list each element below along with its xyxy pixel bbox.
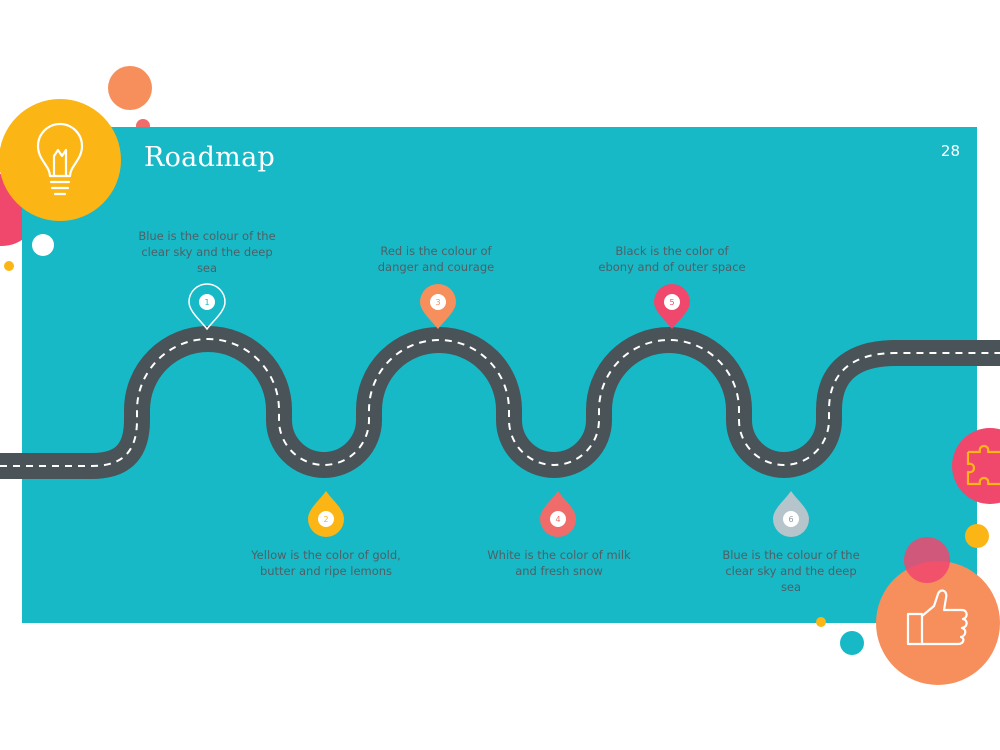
puzzle-piece-icon xyxy=(966,444,1000,486)
caption-line: clear sky and the deep xyxy=(725,564,857,578)
decor-dot-yellow-small xyxy=(4,261,14,271)
decor-dot-teal-bottom xyxy=(840,631,864,655)
caption-line: butter and ripe lemons xyxy=(259,564,393,578)
decor-dot-yellow-right xyxy=(965,524,989,548)
decor-bubble-orange-top xyxy=(108,66,152,110)
slide-title: Roadmap xyxy=(144,142,276,173)
decor-bubble-red-overlap xyxy=(904,537,950,583)
milestone-marker-2: 2 xyxy=(308,491,344,537)
decor-bubble-yellow xyxy=(0,99,121,221)
lightbulb-icon xyxy=(36,122,84,196)
milestone-number-1: 1 xyxy=(204,298,209,307)
milestone-number-5: 5 xyxy=(669,298,674,307)
caption-line: Red is the colour of xyxy=(380,244,492,258)
decor-bubble-orange-right xyxy=(876,561,1000,685)
caption-line: clear sky and the deep xyxy=(141,245,273,259)
caption-line: danger and courage xyxy=(377,260,495,274)
milestone-caption-2: Yellow is the color of gold, butter and … xyxy=(241,547,411,579)
caption-line: and fresh snow xyxy=(515,564,603,578)
milestone-marker-4: 4 xyxy=(540,491,576,537)
milestone-marker-5: 5 xyxy=(654,284,690,329)
milestone-number-3: 3 xyxy=(435,298,440,307)
decor-dot-yellow-bottom xyxy=(816,617,826,627)
milestone-caption-1: Blue is the colour of the clear sky and … xyxy=(122,228,292,276)
caption-line: ebony and of outer space xyxy=(598,260,746,274)
decor-dot-white xyxy=(32,234,54,256)
milestone-marker-3: 3 xyxy=(420,284,456,329)
caption-line: Yellow is the color of gold, xyxy=(251,548,401,562)
milestone-caption-3: Red is the colour of danger and courage xyxy=(351,243,521,275)
page-number: 28 xyxy=(940,142,960,160)
milestone-caption-5: Black is the color of ebony and of outer… xyxy=(587,243,757,275)
milestone-number-4: 4 xyxy=(555,515,560,524)
milestone-marker-6: 6 xyxy=(773,491,809,537)
caption-line: sea xyxy=(196,261,218,275)
milestone-caption-6: Blue is the colour of the clear sky and … xyxy=(706,547,876,595)
milestone-caption-4: White is the color of milk and fresh sno… xyxy=(474,547,644,579)
milestone-number-6: 6 xyxy=(788,515,793,524)
thumbs-up-icon xyxy=(906,589,968,646)
milestone-marker-1: 1 xyxy=(188,283,226,331)
milestone-number-2: 2 xyxy=(323,515,328,524)
caption-line: Blue is the colour of the xyxy=(722,548,860,562)
caption-line: sea xyxy=(780,580,802,594)
caption-line: Blue is the colour of the xyxy=(138,229,276,243)
winding-road xyxy=(0,326,1000,479)
caption-line: White is the color of milk xyxy=(487,548,631,562)
caption-line: Black is the color of xyxy=(615,244,729,258)
